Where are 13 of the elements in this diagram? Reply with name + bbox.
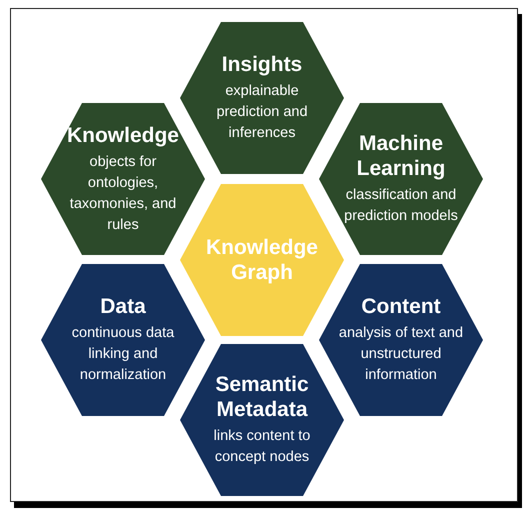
- hexagon-description: analysis of text and unstructured information: [338, 324, 464, 385]
- hexagon-heading: Insights: [222, 52, 302, 77]
- hexagon-description: continuous data linking and normalization: [70, 324, 176, 385]
- hexagon-heading: Machine Learning: [356, 131, 446, 181]
- hexagon-heading: Knowledge Graph: [204, 235, 319, 285]
- hexagon-heading: Content: [361, 294, 441, 319]
- hexagon-heading: Data: [100, 294, 146, 319]
- hexagon-heading: Semantic Metadata: [214, 372, 310, 422]
- hexagon-description: explainable prediction and inferences: [215, 82, 309, 143]
- hexagon-heading: Knowledge: [66, 122, 179, 148]
- hexagon-description: classification and prediction models: [343, 186, 459, 226]
- hexagon-description: links content to concept nodes: [212, 427, 312, 467]
- hexagon-description: objects for ontologies, taxomonies, and rules: [68, 152, 178, 234]
